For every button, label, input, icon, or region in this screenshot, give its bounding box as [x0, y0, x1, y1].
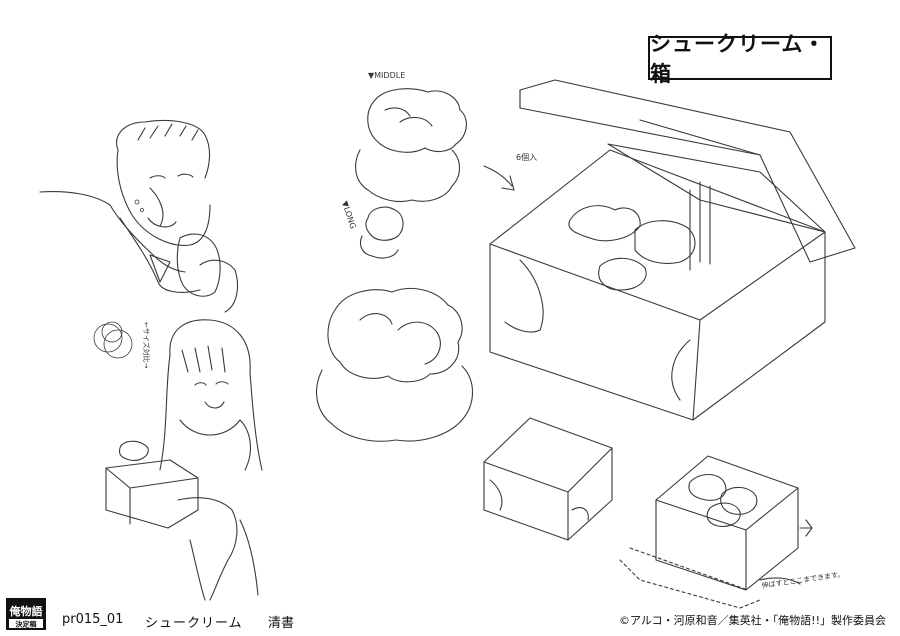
arrow-to-box: [483, 165, 515, 191]
logo-main: 俺物語: [9, 604, 43, 618]
logo-sub: 決定稿: [16, 620, 37, 629]
small-open-box: [619, 455, 813, 609]
cream-puff-middle: [355, 88, 467, 203]
footer-status: 清書: [268, 616, 295, 631]
man-figure: [39, 119, 239, 313]
copyright-notice: ©アルコ・河原和音／集英社・「俺物語!!」製作委員会: [619, 614, 886, 627]
label-stretch-note: 伸ばすとここまできます。: [761, 569, 845, 590]
label-count: 6個入: [516, 152, 537, 162]
footer-name: シュークリーム: [145, 616, 243, 631]
size-compare-puffs: [93, 321, 133, 359]
girl-figure: [105, 319, 263, 601]
cream-puff-long: [359, 206, 404, 259]
closed-box: [483, 417, 613, 541]
cream-puff-large: [316, 287, 473, 442]
label-middle: ▼MIDDLE: [368, 71, 405, 80]
main-box: [489, 79, 856, 421]
footer-code: pr015_01: [62, 612, 124, 627]
page-title: シュークリーム・箱: [648, 32, 832, 86]
label-size-compare: ←サイズ対比→: [142, 322, 151, 369]
series-logo: 俺物語 決定稿: [6, 598, 46, 630]
label-long: ▼LONG: [340, 200, 357, 230]
